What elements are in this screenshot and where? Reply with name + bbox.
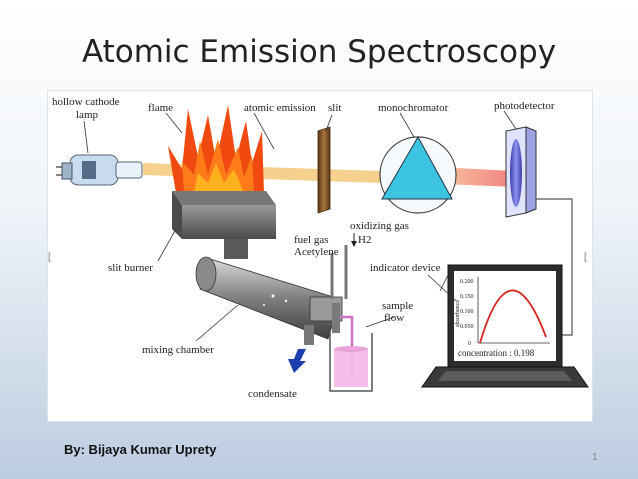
label-atomic-emission: atomic emission: [244, 102, 316, 114]
screen-tick-1: 0.200: [460, 279, 474, 285]
detector-cable: [536, 198, 573, 336]
screen-ylabel: absorbance: [455, 300, 461, 327]
left-edge-mark: [: [48, 252, 51, 263]
condensate-drain: [288, 325, 314, 373]
absorbance-curve: [479, 289, 547, 344]
screen-tick-3: 0.100: [460, 309, 474, 315]
flame: [168, 105, 264, 193]
label-oxidizing-gas: oxidizing gas: [350, 220, 409, 232]
label-sample: sample: [382, 300, 413, 312]
label-monochromator: monochromator: [378, 102, 449, 114]
label-fuel-gas: fuel gas: [294, 234, 329, 246]
label-slit: slit: [328, 102, 341, 114]
hollow-cathode-lamp: [56, 154, 143, 186]
screen-tick-4: 0.050: [460, 324, 474, 330]
right-edge-mark: [: [584, 252, 587, 263]
screen-tick-5: 0: [468, 341, 471, 347]
label-photodetector: photodetector: [494, 100, 555, 112]
indicator-device: 0.200 0.150 0.100 0.050 0 absorbance con…: [421, 264, 589, 388]
leader-lines: [83, 110, 517, 342]
gas-inlets: [330, 233, 357, 299]
label-slit-burner: slit burner: [108, 262, 153, 274]
author-credit: By: Bijaya Kumar Uprety: [64, 442, 217, 457]
slit: [317, 126, 331, 214]
sample-beaker: [329, 315, 373, 392]
diagram-panel: 0.200 0.150 0.100 0.050 0 absorbance con…: [47, 90, 593, 422]
condensate-arrow: [288, 349, 306, 373]
label-condensate: condensate: [248, 388, 297, 400]
label-h2: H2: [358, 234, 371, 246]
label-mixing-chamber: mixing chamber: [142, 344, 214, 356]
photodetector: [505, 126, 537, 218]
label-hollow-cathode-lamp: lamp: [76, 109, 98, 121]
slit-burner: [172, 191, 276, 259]
screen-tick-2: 0.150: [460, 294, 474, 300]
label-indicator-device: indicator device: [370, 262, 441, 274]
aes-diagram: 0.200 0.150 0.100 0.050 0 absorbance con…: [52, 96, 589, 400]
page-number: 1: [592, 452, 598, 463]
label-hollow-cathode: hollow cathode: [52, 96, 120, 108]
label-acetylene: Acetylene: [294, 246, 339, 258]
mixing-chamber: [195, 256, 343, 340]
label-flow: flow: [384, 312, 404, 324]
monochromator: [379, 135, 457, 214]
label-flame: flame: [148, 102, 173, 114]
concentration-readout: concentration : 0.198: [458, 348, 535, 358]
slide-title: Atomic Emission Spectroscopy: [81, 34, 557, 70]
